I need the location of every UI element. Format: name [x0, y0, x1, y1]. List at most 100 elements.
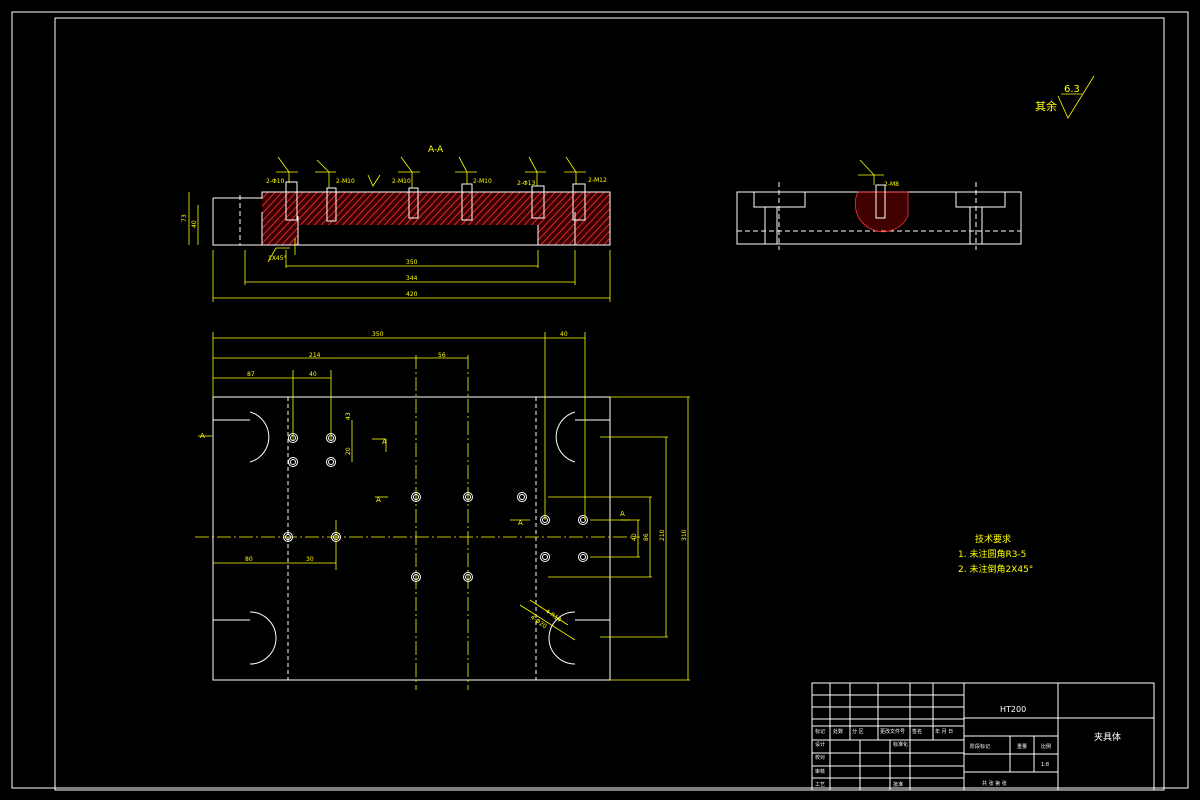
plan-hole-inner [542, 554, 548, 560]
cut-label-3: A [376, 496, 381, 504]
tb-header-4: 签名 [912, 728, 922, 735]
plan-hole-inner [328, 459, 334, 465]
hatch-line [262, 192, 275, 245]
title-block: HT200 夹具体 标记 处数 分 区 更改文件号 签名 年 月 日 设计 校对… [811, 682, 1155, 791]
hatch-line [269, 192, 331, 245]
tb-stage: 阶段标记 [970, 743, 990, 750]
front-dim-420: 420 [406, 291, 418, 298]
plan-hole-inner [519, 494, 525, 500]
plan-dim-40b: 40 [309, 371, 317, 378]
tb-row-review: 审核 [815, 768, 825, 775]
hatch-line [584, 192, 610, 245]
plan-hole-inner [580, 554, 586, 560]
tech-item-2: 2. 未注倒角2X45° [958, 563, 1033, 575]
cut-label-4: A [518, 519, 523, 527]
side-view: 2-M8 [736, 159, 1022, 250]
hatch-line [634, 186, 694, 250]
plan-dimensions [198, 332, 690, 681]
plan-hole [283, 532, 293, 542]
plan-hole [463, 492, 473, 502]
plan-hole-inner [413, 494, 419, 500]
hole-callout-3: 2-M10 [392, 178, 411, 185]
plan-dim-86: 86 [643, 533, 650, 541]
hatch-line [655, 186, 715, 250]
roughness-label: 其余 [1035, 99, 1057, 113]
front-dim-344: 344 [406, 275, 418, 282]
plan-dim-87: 87 [247, 371, 255, 378]
section-label: A-A [428, 145, 444, 155]
section-holes [285, 181, 586, 222]
drawing-frame-inner [54, 17, 1165, 791]
plan-view: 350 40 214 56 87 40 43 20 80 30 40 86 21… [195, 331, 690, 690]
plan-dim-310: 310 [681, 529, 688, 541]
hatch-line [262, 192, 324, 245]
plan-hole [578, 552, 588, 562]
plan-dim-80: 80 [245, 556, 253, 563]
plan-hole-inner [580, 517, 586, 523]
plan-hole-inner [465, 574, 471, 580]
front-chamfer: 1X45° [268, 255, 287, 262]
tb-scale: 1:8 [1041, 762, 1049, 768]
front-dimensions [188, 192, 611, 302]
tb-row-process: 工艺 [815, 782, 825, 788]
tech-item-1: 1. 未注圆角R3-5 [958, 548, 1026, 560]
hatch-line [591, 192, 610, 245]
roughness-value: 6.3 [1064, 84, 1080, 95]
hatch-line [283, 192, 345, 245]
hatch-line [549, 192, 610, 245]
tb-row-check: 校对 [815, 754, 825, 761]
front-dim-thickness: 40 [191, 220, 198, 228]
plan-holes [283, 433, 588, 582]
tb-header-3: 更改文件号 [880, 728, 905, 735]
hatch-line [262, 192, 268, 245]
hatch-line [556, 192, 610, 245]
plan-dim-40: 40 [560, 331, 568, 338]
cut-label-1: A [200, 432, 205, 440]
side-callout: 2-M8 [884, 181, 899, 188]
hole-callout-2: 2-M10 [336, 178, 355, 185]
tb-header-1: 处数 [833, 728, 843, 735]
cut-label-2: A [382, 438, 387, 446]
front-section-view: A-A [181, 145, 729, 302]
hatch-line [577, 192, 610, 245]
plan-hole [288, 457, 298, 467]
plan-dim-214: 214 [309, 352, 321, 359]
hatch-line [605, 192, 610, 245]
drawing-frame-outer [11, 11, 1189, 789]
hatch-line [669, 186, 729, 250]
plan-hole [540, 552, 550, 562]
plan-hole-inner [413, 574, 419, 580]
hatch-line [648, 186, 708, 250]
plan-hole [326, 457, 336, 467]
hatch-line [570, 192, 610, 245]
hatch-line [627, 186, 687, 250]
plan-dim-20: 20 [345, 447, 352, 455]
hatch-line [620, 186, 680, 250]
hatch-line [535, 192, 597, 245]
hole-callout-1: 2-Φ10 [266, 178, 285, 185]
hatch-line [200, 186, 260, 250]
tb-header-5: 年 月 日 [935, 728, 953, 735]
plan-hole-inner [290, 459, 296, 465]
tb-scale-label: 比例 [1041, 743, 1051, 750]
tech-heading: 技术要求 [975, 533, 1011, 545]
tb-std: 标准化 [893, 741, 908, 748]
hatch-line [262, 192, 310, 245]
technical-requirements: 技术要求 1. 未注圆角R3-5 2. 未注倒角2X45° [958, 533, 1033, 575]
plan-dim-210: 210 [659, 529, 666, 541]
plan-dim-40c: 40 [631, 533, 638, 541]
hole-callout-5: 2-Φ13 [517, 180, 536, 187]
plan-dim-56: 56 [438, 352, 446, 359]
hatch-line [563, 192, 610, 245]
hatch-line [262, 192, 303, 245]
hole-callout-4: 2-M10 [473, 178, 492, 185]
side-hatch-circle [854, 191, 909, 233]
hatch-line [641, 186, 701, 250]
hatch-line [528, 192, 590, 245]
tb-material: HT200 [1000, 705, 1026, 714]
plan-hole [463, 572, 473, 582]
hole-callout-6: 2-M12 [588, 177, 607, 184]
hatch-line [262, 192, 296, 245]
plan-hole [517, 492, 527, 502]
